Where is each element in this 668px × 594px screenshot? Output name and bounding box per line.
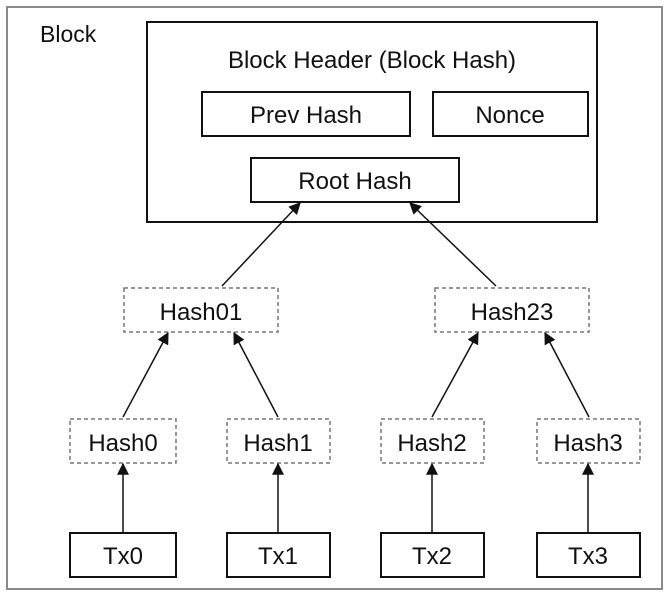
- tx1-label: Tx1: [258, 543, 298, 570]
- hash0-label: Hash0: [88, 430, 157, 457]
- tx2-box: [380, 532, 485, 578]
- arrow-hash0-to-hash01: [122, 331, 169, 418]
- prev-hash-box: [201, 91, 411, 137]
- arrow-hash2-to-hash23: [431, 331, 479, 418]
- tx1-box: [226, 532, 331, 578]
- arrow-hash3-to-hash23: [544, 331, 590, 418]
- arrow-hash01-to-root: [221, 202, 301, 287]
- block-header-title: Block Header (Block Hash): [228, 47, 516, 74]
- hash0-box: [69, 418, 177, 464]
- hash1-label: Hash1: [243, 430, 312, 457]
- hash01-label: Hash01: [160, 299, 243, 326]
- hash3-box: [536, 418, 641, 464]
- arrow-hash1-to-hash01: [233, 331, 279, 418]
- tx3-box: [536, 532, 641, 578]
- block-label: Block: [40, 21, 97, 47]
- arrow-hash23-to-root: [409, 202, 497, 287]
- root-hash-box: [250, 157, 460, 203]
- hash23-label: Hash23: [471, 299, 554, 326]
- nonce-label: Nonce: [475, 102, 544, 129]
- hash01-box: [123, 287, 279, 333]
- hash2-label: Hash2: [397, 430, 466, 457]
- tx2-label: Tx2: [412, 543, 452, 570]
- root-hash-label: Root Hash: [298, 168, 411, 195]
- tx3-label: Tx3: [568, 543, 608, 570]
- prev-hash-label: Prev Hash: [250, 102, 362, 129]
- tx0-box: [69, 532, 177, 578]
- tx0-label: Tx0: [103, 543, 143, 570]
- hash23-box: [434, 287, 590, 333]
- hash3-label: Hash3: [553, 430, 622, 457]
- nonce-box: [432, 91, 589, 137]
